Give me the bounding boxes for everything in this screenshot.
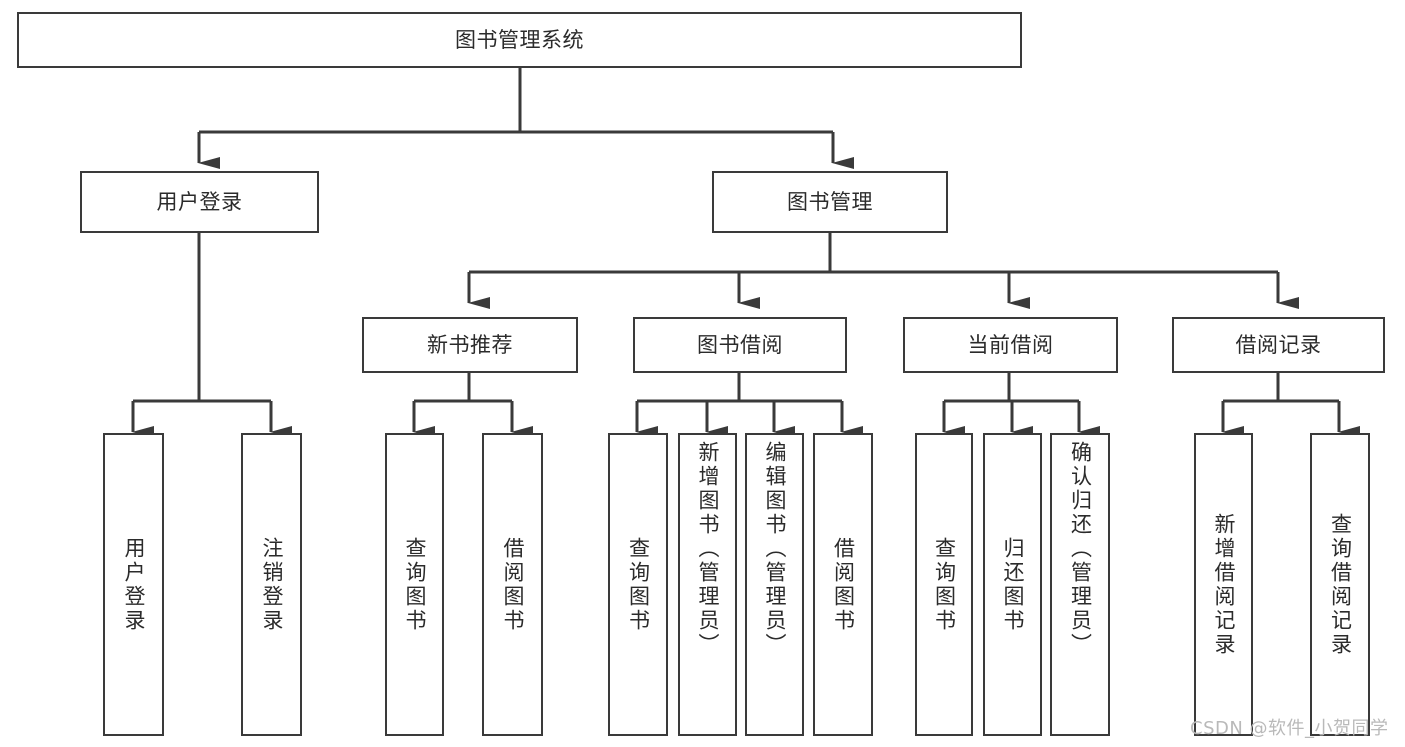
node-current-borrow[interactable]: 当前借阅: [903, 317, 1118, 373]
leaf-borrow-book-recommend[interactable]: 借阅图书: [482, 433, 543, 736]
leaf-borrow-book-borrow[interactable]: 借阅图书: [813, 433, 873, 736]
leaf-query-borrow-record[interactable]: 查询借阅记录: [1310, 433, 1370, 736]
leaf-edit-book-admin[interactable]: 编辑图书（管理员）: [745, 433, 804, 736]
leaf-query-book-borrow[interactable]: 查询图书: [608, 433, 668, 736]
node-book-management-system[interactable]: 图书管理系统: [17, 12, 1022, 68]
node-borrow-record[interactable]: 借阅记录: [1172, 317, 1385, 373]
node-new-book-recommend[interactable]: 新书推荐: [362, 317, 578, 373]
leaf-query-book-current[interactable]: 查询图书: [915, 433, 973, 736]
leaf-return-book[interactable]: 归还图书: [983, 433, 1042, 736]
node-user-login[interactable]: 用户登录: [80, 171, 319, 233]
leaf-confirm-return-admin[interactable]: 确认归还（管理员）: [1050, 433, 1110, 736]
leaf-user-login[interactable]: 用户登录: [103, 433, 164, 736]
leaf-add-book-admin[interactable]: 新增图书（管理员）: [678, 433, 737, 736]
leaf-query-book-recommend[interactable]: 查询图书: [385, 433, 444, 736]
leaf-logout-login[interactable]: 注销登录: [241, 433, 302, 736]
leaf-add-borrow-record[interactable]: 新增借阅记录: [1194, 433, 1253, 736]
node-book-borrow[interactable]: 图书借阅: [633, 317, 847, 373]
node-book-management[interactable]: 图书管理: [712, 171, 948, 233]
csdn-watermark: CSDN @软件_小贺同学: [1190, 718, 1389, 739]
